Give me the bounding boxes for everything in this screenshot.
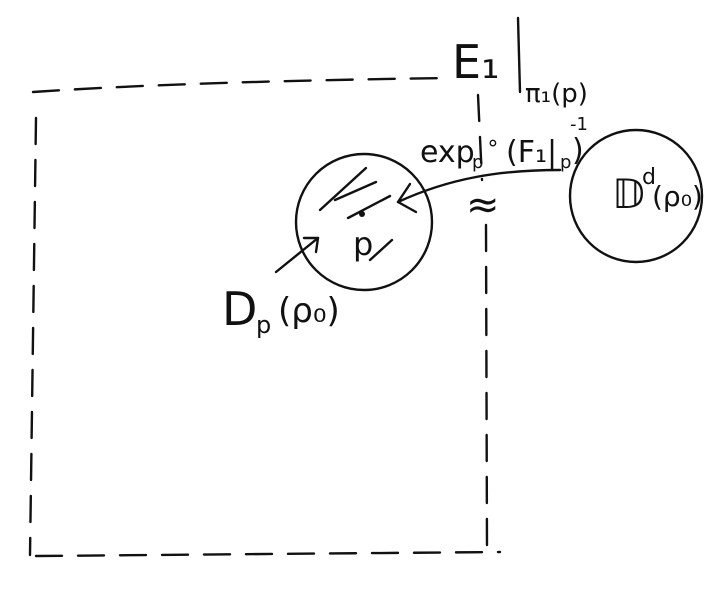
hatch-stroke-3 [346, 194, 392, 220]
target-disk-argument: (ρ₀) [652, 180, 703, 213]
local-disk-subscript: p [256, 311, 271, 339]
fiber-main-label: E₁ [452, 35, 500, 89]
map-close: ) [572, 133, 584, 168]
map-compose: ∘ [486, 131, 500, 156]
restriction-bar [516, 16, 522, 94]
local-disk-circle [294, 152, 434, 292]
manifold-dashed-box [28, 76, 502, 558]
hatch-stroke-1 [318, 166, 368, 212]
map-label-group: exp p ∘ (F₁| p ) -1 [420, 114, 588, 173]
local-disk-argument: (ρ₀) [278, 291, 340, 331]
local-disk-label: D [222, 282, 257, 336]
pointer-arrow-head [302, 236, 320, 254]
point-p-label: p [353, 225, 373, 263]
map-arrow-head [396, 182, 418, 214]
map-F-sub: p [560, 152, 571, 173]
local-disk-label-group: D p (ρ₀) [222, 282, 340, 339]
target-disk-superscript: d [642, 165, 656, 190]
map-exp-sub: p [472, 152, 483, 173]
map-inverse: -1 [570, 114, 588, 135]
fiber-label-group: E₁ π₁(p) [452, 16, 588, 109]
map-arrow-curve [396, 168, 562, 204]
target-disk-circle [568, 128, 704, 264]
pointer-arrow-shaft [274, 236, 320, 274]
target-disk: 𝔻 d (ρ₀) [568, 128, 704, 264]
fiber-subscript: π₁(p) [525, 79, 588, 109]
map-exp: exp [420, 135, 475, 170]
map-F: (F₁| [506, 135, 557, 170]
isomorphism-symbol: ≈ [466, 182, 500, 228]
local-disk: p [294, 152, 434, 292]
point-p-dot [359, 211, 365, 217]
hatch-stroke-4 [368, 238, 394, 262]
pointer-arrow [274, 236, 320, 274]
target-disk-symbol: 𝔻 [612, 172, 645, 218]
hatch-stroke-2 [333, 180, 378, 202]
map-arrow [396, 168, 562, 214]
